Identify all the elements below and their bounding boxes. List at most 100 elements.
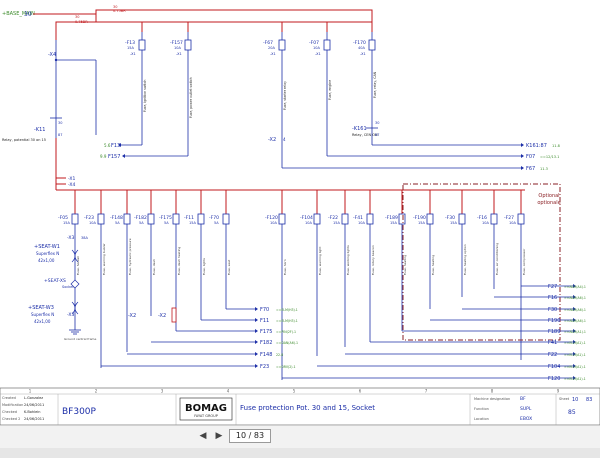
ref-v-3: EBOX	[520, 416, 532, 422]
k161-label: Relay, CEN ON	[352, 133, 378, 137]
feed-code-3: 30	[75, 15, 79, 19]
right-outputs: F27==ADR(A4).1F16==ADR(A6).1F30==ADR(A6)…	[282, 284, 586, 382]
ref-k-3: Location	[474, 417, 489, 421]
seat-xs-name: +SEAT-XS	[44, 278, 66, 284]
k11-pin-30: 30	[58, 121, 62, 125]
seat-w3-size: 42x1,00	[34, 319, 51, 324]
seat-xs-sub: Socket	[62, 285, 74, 289]
fuse-f07: -F07 10A -X1 Fuse, engine	[309, 32, 332, 156]
fuse-label-15: Fuse, compressor	[522, 248, 526, 275]
out-f07-suffix: ==12/13.1	[540, 155, 559, 159]
feed-code-1: 30	[113, 5, 117, 9]
fuse-name-12: -F190	[413, 215, 426, 221]
sheet-of: 83	[586, 397, 592, 403]
fuse-f67-rating: 20A	[268, 46, 275, 50]
fuse-label-5: Fuse, lights	[202, 258, 206, 275]
fuse-name-10: -F41	[353, 215, 363, 221]
tb-row-v-3: K.Bohlein	[24, 410, 41, 414]
output-code-m0: F70	[260, 307, 269, 313]
sheet-title: Fuse protection Pot. 30 and 15, Socket	[240, 404, 375, 412]
output-f70: F70==ELM(H3).1	[226, 307, 298, 313]
ref-v-2: SUPL	[520, 406, 532, 412]
output-code-m3: F182	[260, 340, 272, 346]
tb-row-k-3: Checked	[2, 410, 17, 414]
fuse-name-1: -F23	[84, 215, 94, 221]
out-f67-code: F67	[526, 166, 535, 172]
relay-k11: -X4 -K11 Relay, potential 30 on 15 30 87	[2, 40, 97, 178]
fuse-name-4: -F175	[159, 215, 172, 221]
fuse-name-0: -F05	[58, 215, 68, 221]
fuse-name-7: -F120	[265, 215, 278, 221]
x2-pin-top: 4	[283, 137, 286, 142]
fuse-label-7: Fuse, horn	[283, 259, 287, 275]
fuse-f07-label: Fuse, engine	[328, 80, 332, 100]
x2-lower: -X2 -X2	[128, 307, 177, 323]
x1-label-a: -X1	[68, 176, 75, 182]
optional-label-1: Optional	[538, 193, 559, 199]
column-number-3: 3	[161, 389, 164, 394]
output-code-m4: F148	[260, 352, 272, 358]
fuse-label-10: Fuse, rotary beacon	[371, 245, 375, 275]
seat-block: -X3 38A +SEAT-W1 Superflex N 42x1,00 +SE…	[28, 235, 96, 341]
x2-label-top: -X2	[268, 137, 276, 143]
fuse-f13-term: -X1	[130, 52, 136, 56]
page-number-input[interactable]: 10 / 83	[229, 429, 271, 443]
fuse-f07-name: -F07	[309, 40, 319, 46]
fuse-f13-rating: 15A	[127, 46, 134, 50]
fuse-label-13: Fuse, heating option	[463, 244, 467, 275]
fuse-name-5: -F11	[184, 215, 194, 221]
fuse-rating-2: 5A	[115, 221, 120, 225]
seat-w1-name: +SEAT-W1	[34, 244, 60, 250]
next-page-icon[interactable]: ▶	[215, 431, 223, 441]
fuse-rating-0: 15A	[63, 221, 70, 225]
fuse-label-14: Fuse, air conditioning	[495, 243, 499, 275]
fuse-f67-label: Fuse, starter relay	[283, 81, 287, 110]
sheet-number: 10	[572, 397, 578, 403]
ref-k-2: Function	[474, 407, 489, 411]
fuse-label-4: Fuse, dash heating	[177, 247, 181, 275]
tb-row-k-2: Modification	[2, 403, 23, 407]
out-k161-code: K161:87	[526, 143, 547, 149]
output-f190: F190==ADR(A6).1	[430, 318, 586, 324]
prev-page-icon[interactable]: ◀	[199, 431, 207, 441]
fuse-rating-6: 5A	[214, 221, 219, 225]
output-f104: F104==ELM(A1).1	[317, 364, 586, 370]
tb-row-v-1: L.Gonzalez	[24, 396, 43, 400]
output-suffix-m3: ==DAN(A6).1	[276, 341, 298, 345]
fuse-f157-name: -F157	[170, 40, 183, 46]
seat-w3-sub: Superflex N	[31, 312, 54, 317]
fuse-rating-7: 10A	[270, 221, 277, 225]
fuse-name-3: -F182	[134, 215, 147, 221]
fuse-f170-label: Fuse, relay, CAN	[373, 71, 377, 98]
ground-label: Ground central frame	[64, 337, 96, 341]
column-number-5: 5	[293, 389, 296, 394]
fuse-f157: -F157 10A -X1 Fuse, power outlet switch	[170, 32, 193, 156]
out-f67-suffix: 11.3	[540, 167, 548, 171]
tb-row-v-4: 24/06/2011	[24, 417, 44, 421]
k11-label: Relay, potential 30 on 15	[2, 138, 46, 142]
fuse-f170-rating: 40A	[358, 46, 365, 50]
fuse-f170-name: -F170	[353, 40, 366, 46]
output-suffix-m1: ==ELM(H3).1	[276, 319, 298, 323]
svg-text:38A: 38A	[81, 236, 88, 240]
column-number-8: 8	[491, 389, 494, 394]
output-suffix-r4: ==ADR(A1).1	[564, 330, 586, 334]
output-suffix-m4: 22.8	[276, 353, 283, 357]
output-code-m5: F23	[260, 364, 269, 370]
fuse-rating-9: 15A	[333, 221, 340, 225]
output-suffix-m2: ==PIN(2F).1	[276, 330, 296, 334]
out-k161-suffix: 11.8	[552, 144, 560, 148]
optional-label-2: optionale	[537, 200, 560, 206]
fuse-name-6: -F70	[209, 215, 219, 221]
feed-wire-label: +BASE_MAIN	[2, 11, 35, 17]
fuse-f157-term: -X1	[176, 52, 182, 56]
sheet-label: Sheet	[559, 397, 570, 401]
fuse-rating-13: 15A	[450, 221, 457, 225]
output-suffix-m5: ==DRV(2).1	[276, 365, 296, 369]
